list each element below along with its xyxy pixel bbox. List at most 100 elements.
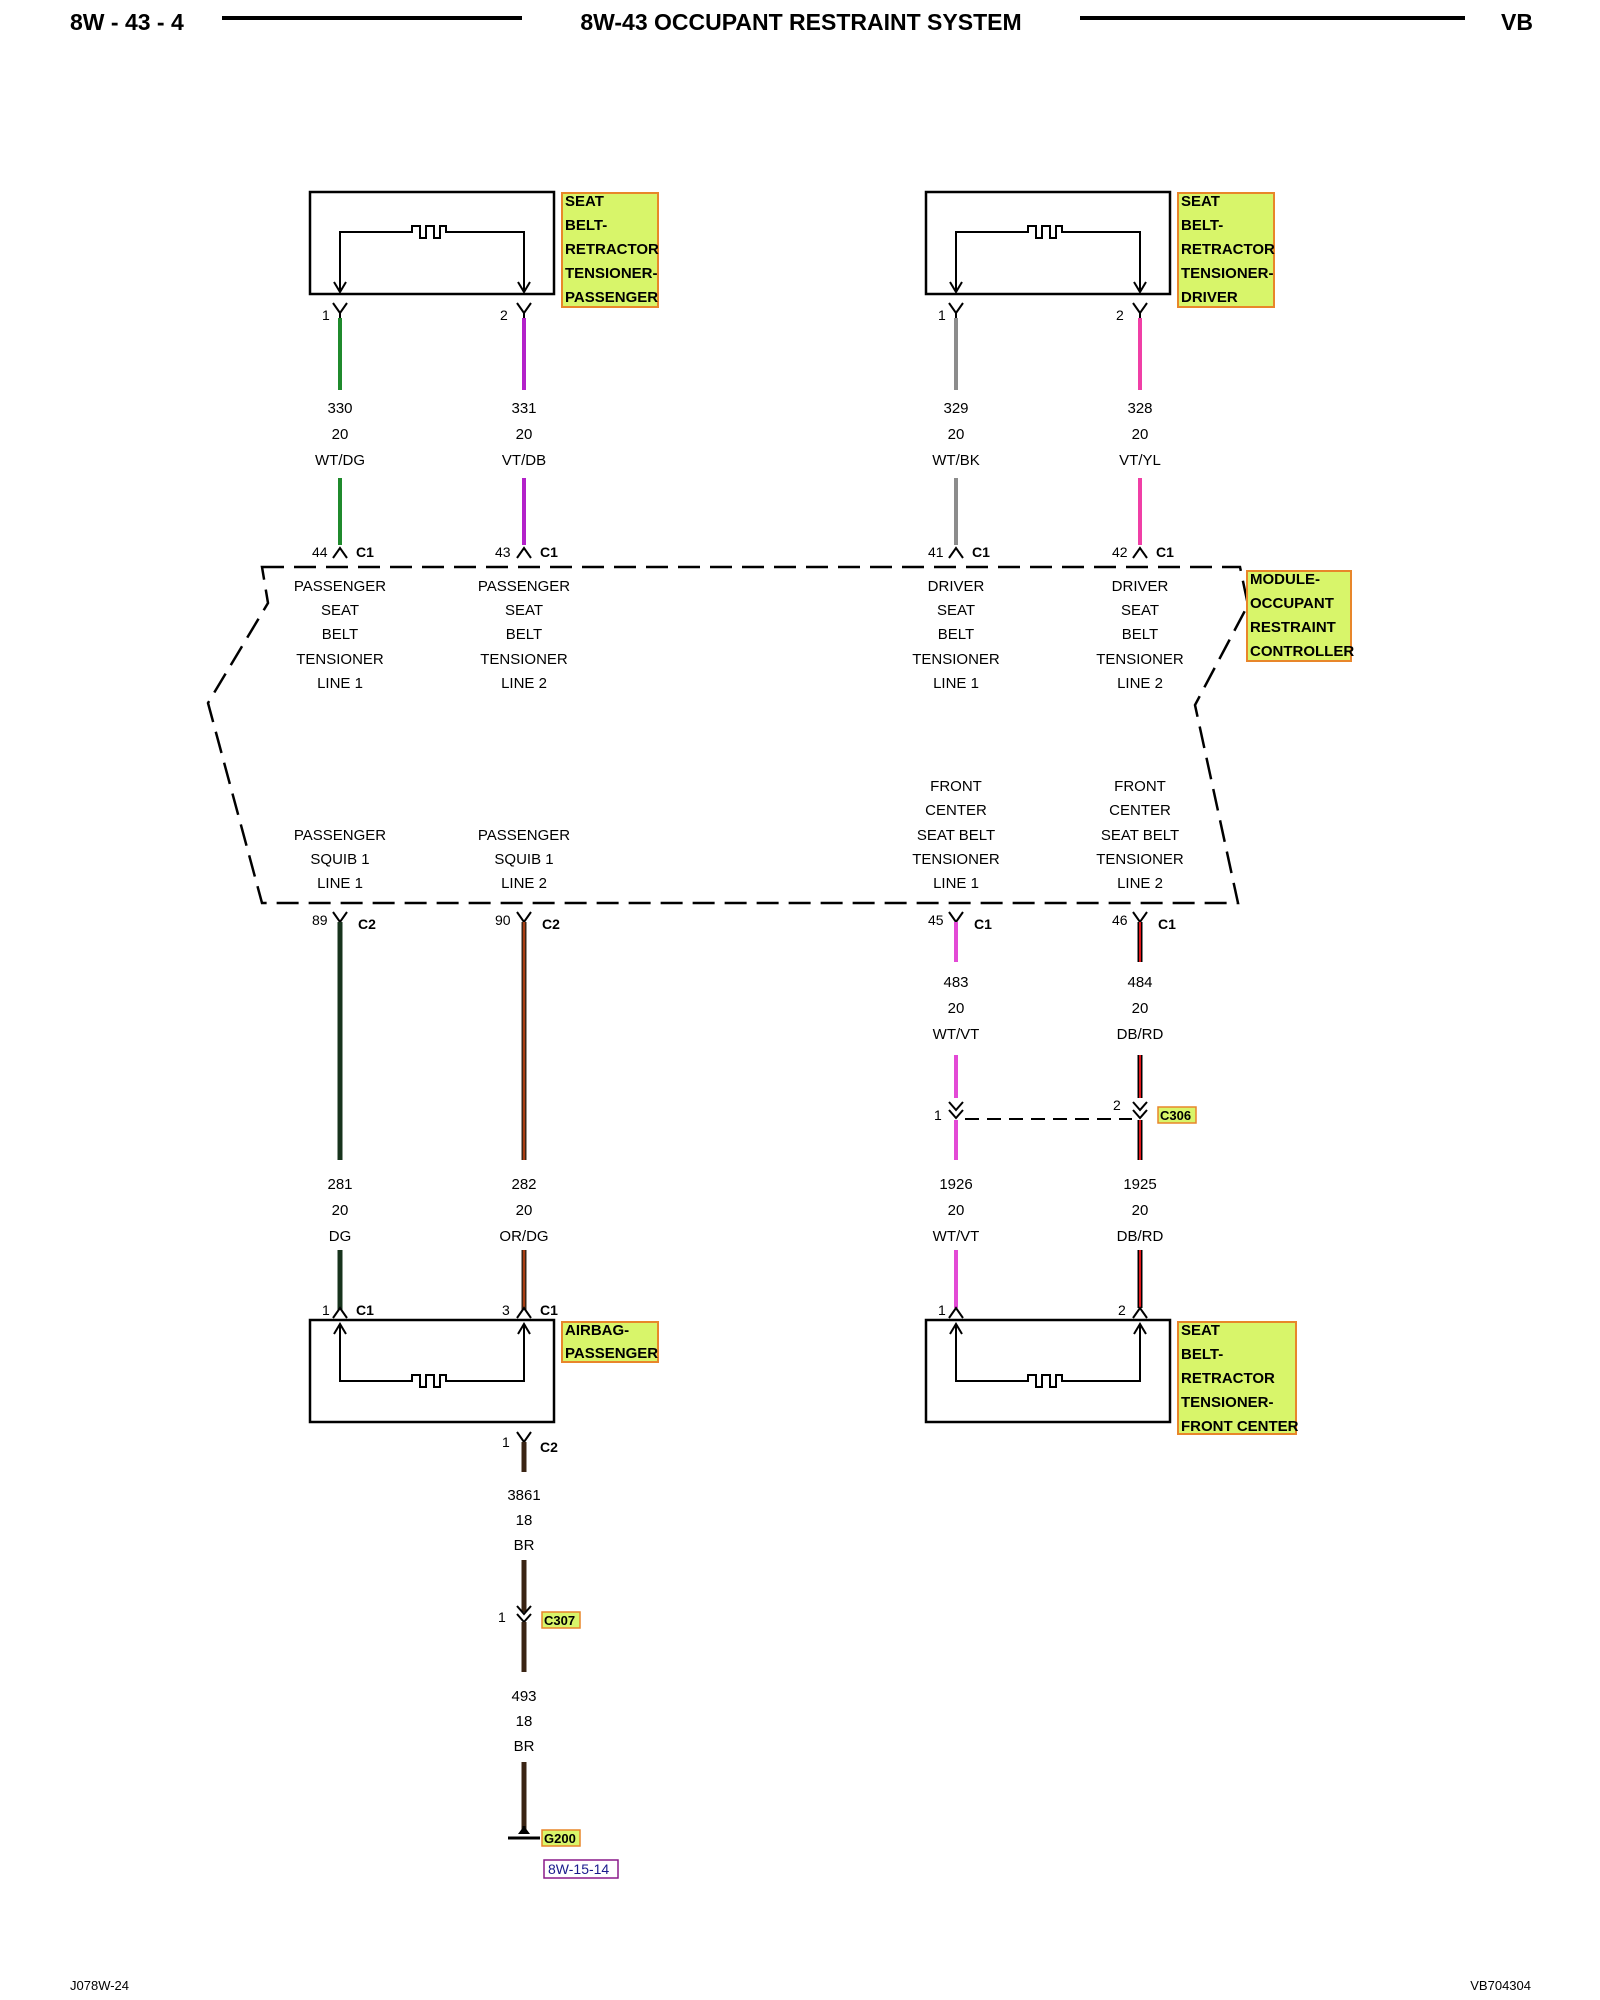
wire-labels-lower: 281 20 DG 282 20 OR/DG 1926 20 WT/VT 192…	[327, 1176, 1163, 1245]
pin-label: 1	[498, 1609, 506, 1625]
c306-label: C306	[1157, 1106, 1197, 1124]
svg-text:SEAT: SEAT	[505, 602, 543, 619]
svg-text:BR: BR	[514, 1738, 535, 1755]
module-pin-functions: PASSENGER SEAT BELT TENSIONER LINE 1 PAS…	[294, 578, 1184, 892]
svg-text:20: 20	[948, 1000, 965, 1017]
svg-text:3861: 3861	[507, 1487, 540, 1504]
page-header: 8W - 43 - 4 8W-43 OCCUPANT RESTRAINT SYS…	[70, 9, 1533, 35]
ground-g200-symbol	[508, 1826, 540, 1840]
pin-label: 3	[502, 1302, 510, 1318]
retractor-driver-box	[924, 190, 1172, 296]
module-top-pins	[332, 546, 1148, 559]
g200-label: G200	[541, 1829, 581, 1847]
svg-text:20: 20	[1132, 1000, 1149, 1017]
retractor-driver-label: SEAT BELT- RETRACTOR TENSIONER- DRIVER	[1177, 192, 1275, 308]
svg-text:SEAT: SEAT	[1121, 602, 1159, 619]
svg-text:CENTER: CENTER	[1109, 802, 1171, 819]
svg-text:20: 20	[332, 426, 349, 443]
svg-text:331: 331	[511, 400, 536, 417]
svg-text:BELT-: BELT-	[565, 217, 607, 234]
airbag-passenger-label: AIRBAG- PASSENGER	[561, 1321, 659, 1363]
svg-text:CONTROLLER: CONTROLLER	[1250, 643, 1354, 660]
pin-label: 1	[938, 307, 946, 323]
pin-label: 1	[938, 1302, 946, 1318]
svg-text:1925: 1925	[1123, 1176, 1156, 1193]
connector-label: C1	[356, 544, 374, 560]
connector-label: C1	[356, 1302, 374, 1318]
svg-text:DRIVER: DRIVER	[1112, 578, 1169, 595]
svg-text:18: 18	[516, 1713, 533, 1730]
pin-label: 45	[928, 912, 944, 928]
svg-text:FRONT: FRONT	[1114, 778, 1166, 795]
c307-label: C307	[541, 1611, 581, 1629]
svg-text:BELT-: BELT-	[1181, 1346, 1223, 1363]
pin-label: 2	[1118, 1302, 1126, 1318]
svg-text:AIRBAG-: AIRBAG-	[565, 1322, 629, 1339]
svg-text:LINE 1: LINE 1	[933, 875, 979, 892]
svg-text:LINE 1: LINE 1	[317, 875, 363, 892]
svg-text:SQUIB 1: SQUIB 1	[310, 851, 369, 868]
pin-label: 46	[1112, 912, 1128, 928]
svg-text:DB/RD: DB/RD	[1117, 1228, 1164, 1245]
svg-text:WT/VT: WT/VT	[933, 1228, 980, 1245]
airbag-c2-pin	[516, 1431, 532, 1444]
svg-text:BELT: BELT	[938, 626, 974, 643]
svg-text:329: 329	[943, 400, 968, 417]
svg-text:DB/RD: DB/RD	[1117, 1026, 1164, 1043]
svg-text:PASSENGER: PASSENGER	[478, 827, 570, 844]
wire-labels-top: 330 20 WT/DG 331 20 VT/DB 329 20 WT/BK 3…	[315, 400, 1161, 469]
pin-label: 90	[495, 912, 511, 928]
svg-text:SEAT: SEAT	[1181, 193, 1220, 210]
page-title: 8W-43 OCCUPANT RESTRAINT SYSTEM	[580, 9, 1021, 35]
svg-text:328: 328	[1127, 400, 1152, 417]
svg-text:FRONT CENTER: FRONT CENTER	[1181, 1418, 1299, 1435]
svg-text:20: 20	[1132, 426, 1149, 443]
svg-text:LINE 2: LINE 2	[501, 675, 547, 692]
svg-text:SEAT: SEAT	[1181, 1322, 1220, 1339]
retractor-passenger-label: SEAT BELT- RETRACTOR TENSIONER- PASSENGE…	[561, 192, 659, 308]
pin-label: 43	[495, 544, 511, 560]
wire-labels-ground: 3861 18 BR 493 18 BR	[507, 1487, 540, 1755]
svg-text:20: 20	[948, 426, 965, 443]
svg-text:TENSIONER: TENSIONER	[1096, 851, 1184, 868]
module-bottom-pins	[332, 911, 1148, 924]
pin-label: 1	[934, 1107, 942, 1123]
svg-text:484: 484	[1127, 974, 1152, 991]
svg-text:SEAT BELT: SEAT BELT	[917, 827, 995, 844]
connector-label: C2	[542, 916, 560, 932]
svg-text:FRONT: FRONT	[930, 778, 982, 795]
connector-c306	[948, 1101, 1148, 1120]
svg-text:RESTRAINT: RESTRAINT	[1250, 619, 1336, 636]
page-number: 8W - 43 - 4	[70, 9, 184, 35]
ref-8w-15-14-link[interactable]: 8W-15-14	[543, 1859, 619, 1879]
connector-label: C1	[1156, 544, 1174, 560]
svg-text:20: 20	[948, 1202, 965, 1219]
connector-label: C2	[540, 1439, 558, 1455]
svg-text:20: 20	[516, 1202, 533, 1219]
svg-text:PASSENGER: PASSENGER	[294, 827, 386, 844]
footer-left: J078W-24	[70, 1978, 129, 1993]
svg-text:PASSENGER: PASSENGER	[294, 578, 386, 595]
svg-text:483: 483	[943, 974, 968, 991]
svg-text:BR: BR	[514, 1537, 535, 1554]
svg-text:LINE 2: LINE 2	[1117, 675, 1163, 692]
pin-label: 1	[502, 1434, 510, 1450]
svg-text:WT/VT: WT/VT	[933, 1026, 980, 1043]
svg-text:DG: DG	[329, 1228, 352, 1245]
connector-label: C1	[972, 544, 990, 560]
svg-text:LINE 2: LINE 2	[501, 875, 547, 892]
svg-text:MODULE-: MODULE-	[1250, 571, 1320, 588]
footer-right: VB704304	[1470, 1978, 1531, 1993]
svg-text:TENSIONER-: TENSIONER-	[1181, 265, 1274, 282]
svg-text:BELT-: BELT-	[1181, 217, 1223, 234]
top-pins	[332, 302, 1148, 318]
bottom-component-pins	[332, 1306, 1148, 1319]
svg-text:RETRACTOR: RETRACTOR	[1181, 241, 1275, 258]
svg-text:OR/DG: OR/DG	[499, 1228, 548, 1245]
svg-text:CENTER: CENTER	[925, 802, 987, 819]
svg-text:493: 493	[511, 1688, 536, 1705]
svg-text:SEAT BELT: SEAT BELT	[1101, 827, 1179, 844]
retractor-front-center-box	[924, 1318, 1172, 1424]
svg-text:LINE 1: LINE 1	[317, 675, 363, 692]
svg-text:VT/DB: VT/DB	[502, 452, 546, 469]
